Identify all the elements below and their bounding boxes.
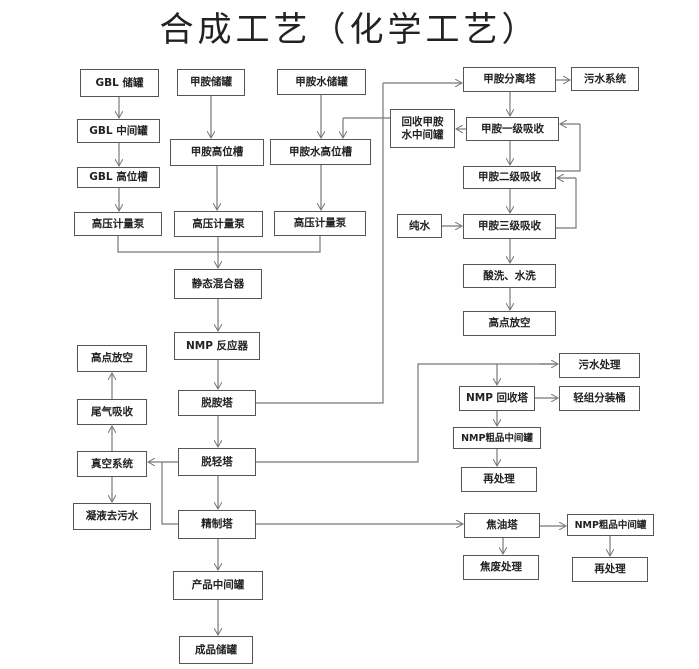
node-delight-tower: 脱轻塔 bbox=[178, 448, 256, 476]
node-gbl-mid: GBL 中间罐 bbox=[77, 119, 160, 143]
diagram-title: 合成工艺（化学工艺） bbox=[159, 10, 540, 50]
node-tar-tower: 焦油塔 bbox=[464, 513, 540, 538]
node-reprocess-2: 再处理 bbox=[572, 557, 648, 582]
node-deamine-tower: 脱胺塔 bbox=[178, 390, 256, 416]
node-condensate: 凝液去污水 bbox=[73, 503, 151, 530]
node-static-mixer: 静态混合器 bbox=[174, 269, 262, 299]
node-nmp-crude-tank-2: NMP粗品中间罐 bbox=[567, 514, 654, 536]
node-final-storage: 成品储罐 bbox=[179, 636, 253, 664]
node-gbl-high: GBL 高位槽 bbox=[77, 167, 160, 188]
node-nmp-recovery-tower: NMP 回收塔 bbox=[459, 386, 535, 411]
node-wash: 酸洗、水洗 bbox=[463, 264, 556, 288]
node-ma-high: 甲胺高位槽 bbox=[170, 139, 264, 166]
node-recover-tank: 回收甲胺水中间罐 bbox=[390, 109, 455, 148]
node-ma-separation: 甲胺分离塔 bbox=[463, 67, 556, 92]
node-nmp-crude-tank-1: NMP粗品中间罐 bbox=[453, 427, 541, 449]
node-vent-left: 高点放空 bbox=[77, 345, 147, 372]
node-vacuum-system: 真空系统 bbox=[77, 451, 147, 477]
node-pure-water: 纯水 bbox=[397, 214, 442, 238]
node-light-bucket: 轻组分装桶 bbox=[559, 386, 640, 411]
node-maw-high: 甲胺水高位槽 bbox=[270, 139, 371, 165]
node-sewage-system: 污水系统 bbox=[571, 67, 639, 91]
node-absorb-1: 甲胺一级吸收 bbox=[466, 117, 559, 141]
node-refine-tower: 精制塔 bbox=[178, 510, 256, 539]
node-pump-1: 高压计量泵 bbox=[74, 212, 162, 236]
node-tail-gas: 尾气吸收 bbox=[77, 399, 147, 425]
node-maw-storage: 甲胺水储罐 bbox=[277, 69, 366, 95]
node-absorb-3: 甲胺三级吸收 bbox=[463, 214, 556, 239]
node-sewage-treatment: 污水处理 bbox=[559, 353, 640, 378]
node-gbl-storage: GBL 储罐 bbox=[80, 69, 159, 97]
node-absorb-2: 甲胺二级吸收 bbox=[463, 166, 556, 189]
node-pump-2: 高压计量泵 bbox=[174, 211, 263, 237]
node-product-mid-tank: 产品中间罐 bbox=[173, 571, 263, 600]
node-tar-waste: 焦废处理 bbox=[463, 555, 539, 580]
node-reprocess-1: 再处理 bbox=[461, 467, 537, 492]
node-ma-storage: 甲胺储罐 bbox=[177, 69, 245, 96]
node-pump-3: 高压计量泵 bbox=[274, 211, 366, 236]
node-nmp-reactor: NMP 反应器 bbox=[174, 332, 260, 360]
node-vent-right: 高点放空 bbox=[463, 311, 556, 336]
